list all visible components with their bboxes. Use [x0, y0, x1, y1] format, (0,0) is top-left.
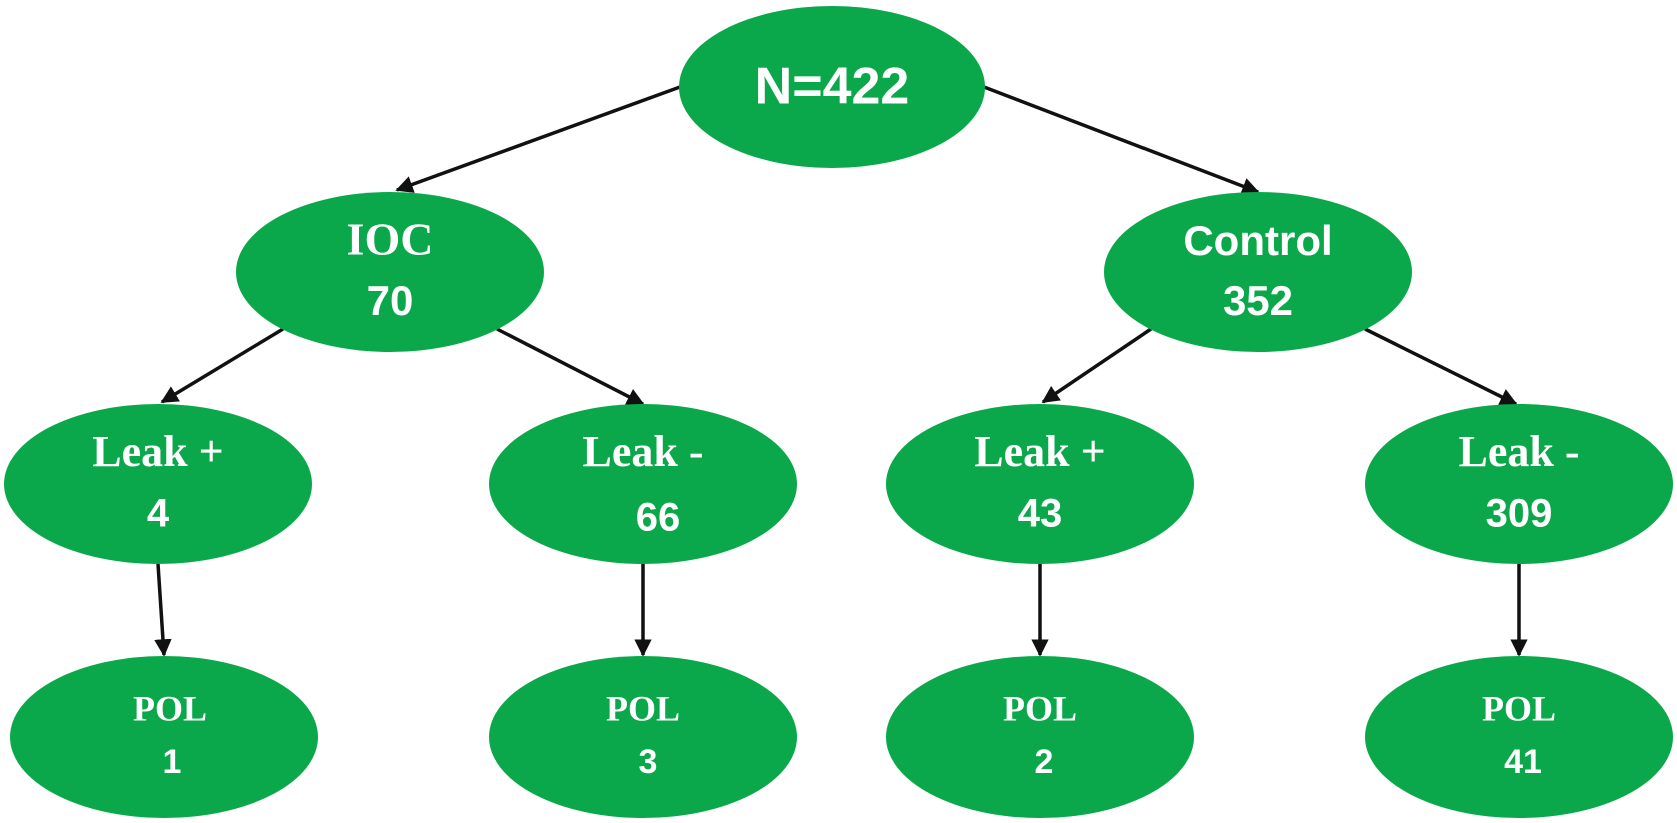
node-ioc-leak-neg-label: Leak - — [583, 427, 704, 476]
node-control-count: 352 — [1223, 277, 1293, 324]
node-ioc-leak-neg-pol: POL 3 — [489, 656, 797, 818]
node-ioc-leak-pos: Leak + 4 — [4, 404, 312, 564]
edge-control-to-leak-pos — [1041, 327, 1152, 404]
edge-control-to-leak-neg — [1364, 327, 1518, 406]
node-ioc-leak-pos-count: 4 — [147, 492, 170, 536]
node-control-ellipse — [1104, 192, 1412, 352]
node-ioc-leak-pos-pol-ellipse — [10, 656, 318, 818]
node-control-leak-pos-pol: POL 2 — [886, 656, 1194, 818]
node-root-label: N=422 — [755, 58, 910, 116]
edge-root-to-ioc — [395, 85, 681, 193]
node-control-leak-neg-pol-count: 41 — [1504, 743, 1542, 781]
node-control-leak-pos-pol-ellipse — [886, 656, 1194, 818]
node-control-leak-pos-label: Leak + — [974, 427, 1105, 476]
node-ioc-leak-neg-pol-label: POL — [606, 688, 680, 728]
node-control-label: Control — [1183, 217, 1332, 264]
node-control: Control 352 — [1104, 192, 1412, 352]
node-control-leak-neg-pol-ellipse — [1365, 656, 1673, 818]
node-ioc-leak-pos-pol-count: 1 — [163, 743, 182, 781]
node-control-leak-pos-count: 43 — [1018, 492, 1063, 536]
node-ioc-leak-pos-label: Leak + — [92, 427, 223, 476]
node-control-leak-pos-ellipse — [886, 404, 1194, 564]
node-ioc-leak-neg: Leak - 66 — [489, 404, 797, 564]
node-control-leak-pos-pol-count: 2 — [1035, 743, 1054, 781]
node-control-leak-pos-pol-label: POL — [1003, 688, 1077, 728]
node-ioc-leak-pos-pol: POL 1 — [10, 656, 318, 818]
node-ioc-ellipse — [236, 192, 544, 352]
node-control-leak-pos: Leak + 43 — [886, 404, 1194, 564]
node-root: N=422 — [679, 6, 985, 168]
edges — [154, 85, 1528, 657]
node-control-leak-neg-label: Leak - — [1459, 427, 1580, 476]
node-ioc: IOC 70 — [236, 192, 544, 352]
edge-ioc-to-leak-neg — [496, 327, 645, 406]
edge-ioc-to-leak-pos — [160, 327, 284, 404]
node-ioc-leak-neg-count: 66 — [636, 496, 681, 540]
node-ioc-leak-neg-ellipse — [489, 404, 797, 564]
node-control-leak-neg-count: 309 — [1486, 492, 1553, 536]
edge-root-to-control — [983, 85, 1260, 195]
node-root-ellipse — [679, 6, 985, 168]
node-control-leak-neg-pol: POL 41 — [1365, 656, 1673, 818]
node-ioc-count: 70 — [367, 277, 414, 324]
node-ioc-leak-neg-pol-ellipse — [489, 656, 797, 818]
node-ioc-leak-pos-pol-label: POL — [133, 688, 207, 728]
node-control-leak-neg: Leak - 309 — [1365, 404, 1673, 564]
node-control-leak-neg-ellipse — [1365, 404, 1673, 564]
edge-ioc-leak-pos-to-pol — [154, 563, 172, 657]
node-ioc-label: IOC — [347, 214, 434, 265]
node-control-leak-neg-pol-label: POL — [1482, 688, 1556, 728]
node-ioc-leak-neg-pol-count: 3 — [639, 743, 658, 781]
node-ioc-leak-pos-ellipse — [4, 404, 312, 564]
